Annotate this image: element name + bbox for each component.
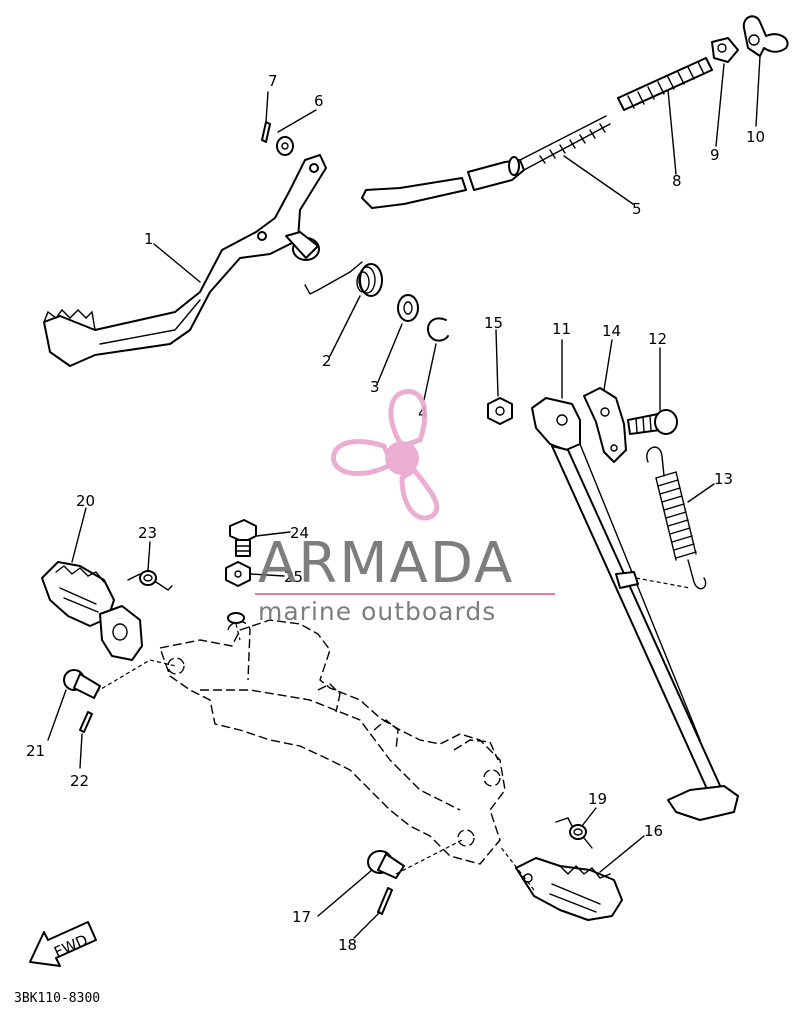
- fwd-arrow: FWD: [29, 921, 97, 967]
- callout-23: 23: [138, 524, 157, 542]
- callout-15: 15: [484, 314, 503, 332]
- callout-18: 18: [338, 936, 357, 954]
- callout-14: 14: [602, 322, 621, 340]
- callout-10: 10: [746, 128, 765, 146]
- diagram-part-code: 3BK110-8300: [14, 991, 100, 1006]
- part-25-nut: [225, 561, 251, 624]
- part-8-rod-spring: [617, 57, 713, 111]
- part-12-bolt: [627, 409, 678, 435]
- callout-17: 17: [292, 908, 311, 926]
- part-23-small-spring: [127, 570, 173, 591]
- callout-1: 1: [144, 230, 154, 248]
- part-2-spring: [304, 261, 383, 297]
- part-7-cotter-pin: [261, 121, 271, 143]
- part-20-footrest-left: [41, 561, 143, 661]
- watermark-tagline: marine outboards: [258, 597, 496, 626]
- callout-16: 16: [644, 822, 663, 840]
- part-5-brake-rod: [361, 115, 611, 209]
- part-24-bolt: [229, 519, 257, 557]
- callout-13: 13: [714, 470, 733, 488]
- part-19-small-spring: [555, 817, 593, 849]
- callout-7: 7: [268, 72, 278, 90]
- callout-25: 25: [284, 568, 303, 586]
- part-10-wing-nut: [742, 15, 789, 57]
- part-15-nut: [487, 397, 513, 425]
- part-1-brake-pedal: [43, 154, 327, 367]
- part-9-joint: [711, 37, 739, 63]
- callout-2: 2: [322, 352, 332, 370]
- callout-5: 5: [632, 200, 642, 218]
- part-4-circlip: [427, 317, 449, 342]
- callout-21: 21: [26, 742, 45, 760]
- callout-6: 6: [314, 92, 324, 110]
- callout-11: 11: [552, 320, 571, 338]
- leader-lines: [47, 55, 761, 939]
- part-14-bracket: [583, 387, 627, 463]
- frame-outline: [159, 619, 506, 865]
- part-6-washer: [276, 136, 294, 156]
- callout-9: 9: [710, 146, 720, 164]
- part-13-stand-spring: [615, 446, 707, 590]
- callout-24: 24: [290, 524, 309, 542]
- callout-labels: 1 2 3 4 5 6 7 8 9 10 11 12 13 14 15 16 1…: [26, 72, 765, 954]
- propeller-logo-icon: [331, 389, 440, 521]
- callout-20: 20: [76, 492, 95, 510]
- part-17-pin: [367, 850, 405, 879]
- callout-8: 8: [672, 172, 682, 190]
- part-16-footrest-right: [515, 857, 623, 921]
- callout-12: 12: [648, 330, 667, 348]
- part-22-cotter-pin: [79, 711, 93, 733]
- part-21-pin: [63, 669, 101, 699]
- part-3-washer: [397, 294, 419, 322]
- callout-22: 22: [70, 772, 89, 790]
- callout-3: 3: [370, 378, 380, 396]
- callout-19: 19: [588, 790, 607, 808]
- part-11-side-stand: [531, 397, 739, 821]
- armada-watermark: ARMADA marine outboards: [255, 389, 555, 626]
- part-18-cotter-pin: [377, 887, 393, 915]
- watermark-name: ARMADA: [258, 531, 514, 596]
